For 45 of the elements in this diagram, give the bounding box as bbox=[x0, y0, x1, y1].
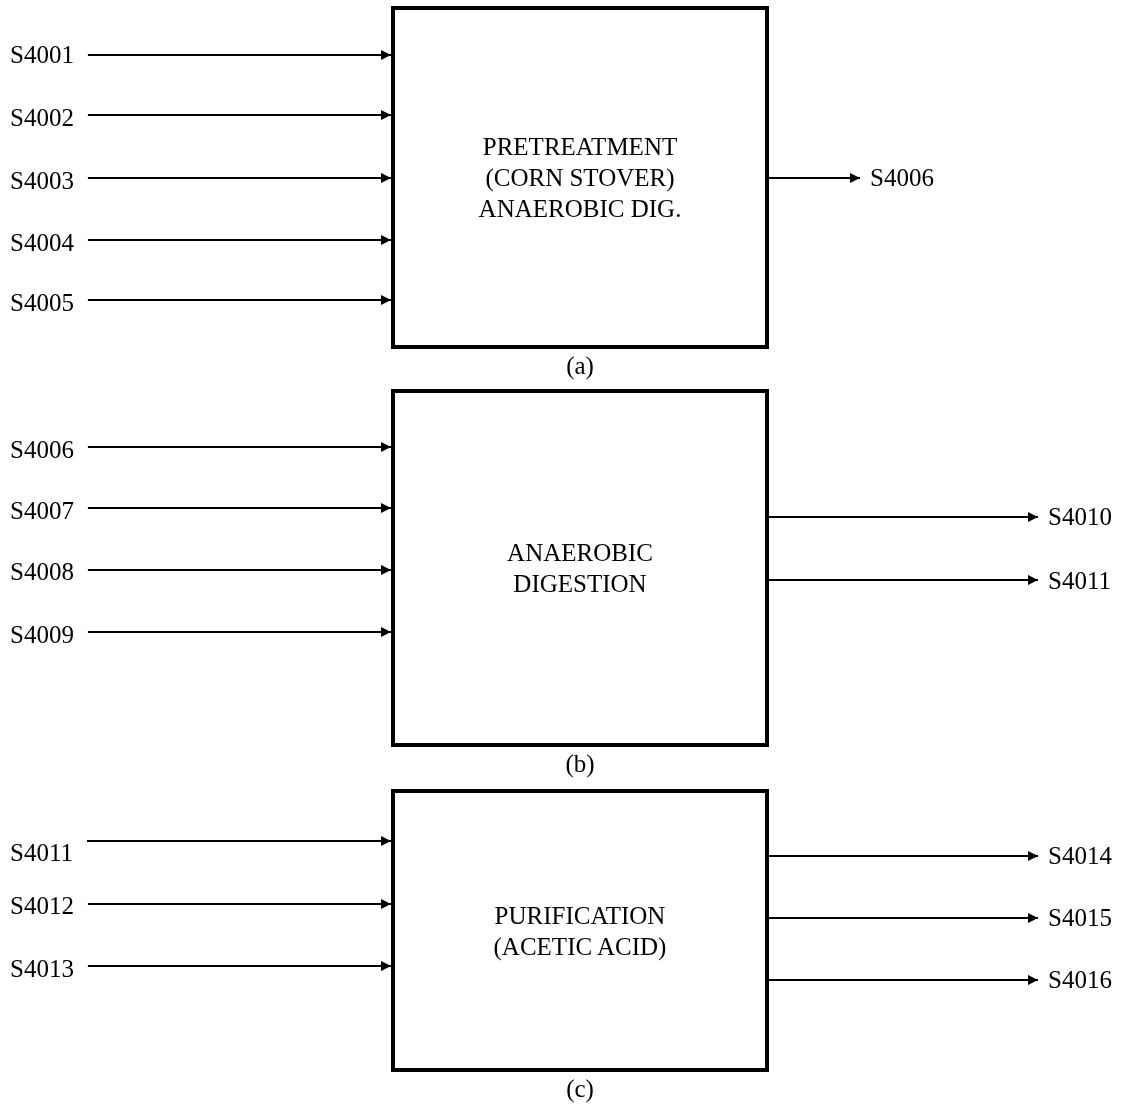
panel-caption: (c) bbox=[566, 1074, 594, 1104]
process-label: PRETREATMENT (CORN STOVER) ANAEROBIC DIG. bbox=[477, 132, 683, 224]
arrow bbox=[86, 565, 392, 575]
arrow bbox=[86, 836, 392, 846]
arrow bbox=[86, 110, 392, 120]
arrow bbox=[768, 173, 861, 183]
stream-label: S4007 bbox=[10, 496, 74, 526]
arrow bbox=[768, 575, 1039, 585]
process-box bbox=[391, 6, 769, 349]
stream-label: S4005 bbox=[10, 288, 74, 318]
stream-label: S4004 bbox=[10, 228, 74, 258]
arrow bbox=[86, 627, 392, 637]
stream-label: S4013 bbox=[10, 954, 74, 984]
stream-label: S4006 bbox=[870, 163, 934, 193]
process-label: PURIFICATION (ACETIC ACID) bbox=[492, 900, 668, 962]
process-label: ANAEROBIC DIGESTION bbox=[506, 538, 654, 599]
stream-label: S4016 bbox=[1048, 965, 1112, 995]
arrow bbox=[86, 961, 392, 971]
arrow bbox=[86, 173, 392, 183]
stream-label: S4002 bbox=[10, 103, 74, 133]
stream-label: S4001 bbox=[10, 40, 74, 70]
stream-label: S4003 bbox=[10, 166, 74, 196]
stream-label: S4012 bbox=[10, 891, 74, 921]
arrow bbox=[86, 295, 392, 305]
stream-label: S4008 bbox=[10, 557, 74, 587]
arrow bbox=[768, 913, 1039, 923]
stream-label: S4014 bbox=[1048, 841, 1112, 871]
stream-label: S4011 bbox=[10, 838, 73, 868]
stream-label: S4015 bbox=[1048, 903, 1112, 933]
process-box bbox=[391, 389, 769, 747]
arrow bbox=[768, 512, 1039, 522]
process-box bbox=[391, 789, 769, 1072]
arrow bbox=[86, 50, 392, 60]
stream-label: S4011 bbox=[1048, 566, 1111, 596]
panel-caption: (b) bbox=[565, 749, 595, 779]
arrow bbox=[86, 899, 392, 909]
arrow bbox=[86, 503, 392, 513]
arrow bbox=[768, 851, 1039, 861]
arrow bbox=[86, 235, 392, 245]
arrow bbox=[86, 442, 392, 452]
stream-label: S4009 bbox=[10, 620, 74, 650]
stream-label: S4006 bbox=[10, 435, 74, 465]
stream-label: S4010 bbox=[1048, 502, 1112, 532]
arrow bbox=[768, 975, 1039, 985]
panel-caption: (a) bbox=[566, 351, 594, 381]
